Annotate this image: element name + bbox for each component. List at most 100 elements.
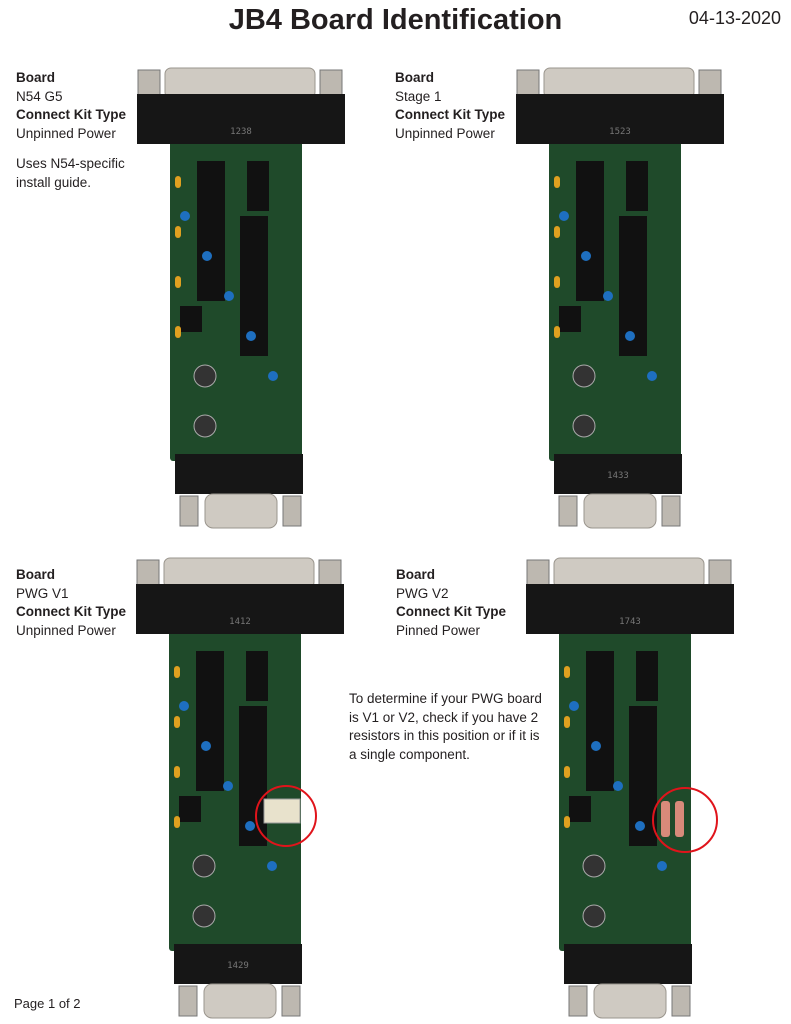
electrolytic-capacitor [193, 414, 217, 438]
pwg-version-note: To determine if your PWG board is V1 or … [349, 691, 542, 762]
capacitor [179, 701, 189, 711]
db9-shell [204, 493, 278, 529]
component [175, 226, 181, 238]
standoff [558, 495, 578, 527]
electrolytic-capacitor [572, 364, 596, 388]
kit-type: Unpinned Power [395, 125, 495, 141]
kit-label: Connect Kit Type [16, 107, 127, 122]
standoff [137, 69, 161, 99]
capacitor [245, 821, 255, 831]
electrolytic-capacitor [582, 854, 606, 878]
standoff [708, 559, 732, 589]
board-name: PWG V1 [16, 585, 69, 601]
kit-label: Connect Kit Type [16, 604, 127, 619]
kit-type: Unpinned Power [16, 622, 116, 638]
capacitor [569, 701, 579, 711]
component [554, 326, 560, 338]
ic-chip [180, 306, 202, 332]
capacitor [657, 861, 667, 871]
pcb [549, 141, 681, 461]
component [175, 326, 181, 338]
capacitor [246, 331, 256, 341]
connector-code: 1429 [227, 961, 249, 971]
board-info-pwg-v1: Board PWG V1 Connect Kit Type Unpinned P… [16, 566, 126, 640]
db9-shell [593, 983, 667, 1019]
standoff [282, 495, 302, 527]
capacitor [625, 331, 635, 341]
capacitor [202, 251, 212, 261]
component [554, 226, 560, 238]
board-note: Uses N54-specific install guide. [16, 156, 125, 190]
board-info-pwg-v2: Board PWG V2 Connect Kit Type Pinned Pow… [396, 566, 506, 640]
board-name: N54 G5 [16, 88, 63, 104]
board-name: PWG V2 [396, 585, 449, 601]
connector-code: 1743 [619, 617, 641, 627]
page-number: Page 1 of 2 [14, 996, 81, 1011]
component [554, 276, 560, 288]
page-title: JB4 Board Identification [228, 4, 563, 36]
standoff [661, 495, 681, 527]
db9-body [174, 944, 302, 984]
standoff [319, 69, 343, 99]
connector-code: 1523 [609, 127, 631, 137]
capacitor [613, 781, 623, 791]
capacitor [224, 291, 234, 301]
board-label: Board [396, 567, 436, 582]
db9-shell [583, 493, 657, 529]
component [554, 176, 560, 188]
electrolytic-capacitor [572, 414, 596, 438]
board-info-stage1: Board Stage 1 Connect Kit Type Unpinned … [395, 69, 505, 143]
component [174, 716, 180, 728]
standoff [318, 559, 342, 589]
db9-shell [203, 983, 277, 1019]
db25-shell [164, 67, 316, 99]
kit-label: Connect Kit Type [395, 107, 506, 122]
component [564, 766, 570, 778]
electrolytic-capacitor [193, 364, 217, 388]
db25-body [137, 94, 345, 144]
highlight-circle-v2-resistors [652, 787, 718, 853]
board-name: Stage 1 [395, 88, 442, 104]
ic-chip [247, 161, 269, 211]
kit-type: Pinned Power [396, 622, 481, 638]
component [174, 766, 180, 778]
board-label: Board [16, 567, 56, 582]
component [564, 666, 570, 678]
capacitor [559, 211, 569, 221]
standoff [526, 559, 550, 589]
component [175, 176, 181, 188]
db25-body [526, 584, 734, 634]
db9-body [175, 454, 303, 494]
standoff [698, 69, 722, 99]
ic-chip [197, 161, 225, 301]
capacitor [267, 861, 277, 871]
capacitor [635, 821, 645, 831]
electrolytic-capacitor [192, 854, 216, 878]
component [175, 276, 181, 288]
highlight-circle-v1-component [255, 785, 317, 847]
db25-body [516, 94, 724, 144]
ic-chip [626, 161, 648, 211]
standoff [136, 559, 160, 589]
ic-chip [246, 651, 268, 701]
db9-body [564, 944, 692, 984]
ic-chip [636, 651, 658, 701]
connector-code: 1412 [229, 617, 251, 627]
db25-shell [163, 557, 315, 589]
component [174, 816, 180, 828]
capacitor [201, 741, 211, 751]
db25-body [136, 584, 344, 634]
capacitor [581, 251, 591, 261]
board-info-n54: Board N54 G5 Connect Kit Type Unpinned P… [16, 69, 146, 192]
ic-chip [586, 651, 614, 791]
ic-chip [569, 796, 591, 822]
standoff [178, 985, 198, 1017]
board-photo-n54-g5: 1238 [137, 67, 345, 529]
board-photo-pwg-v1: 1412 1429 [136, 557, 344, 1019]
component [564, 716, 570, 728]
ic-chip [559, 306, 581, 332]
db9-body [554, 454, 682, 494]
electrolytic-capacitor [192, 904, 216, 928]
standoff [671, 985, 691, 1017]
component [174, 666, 180, 678]
